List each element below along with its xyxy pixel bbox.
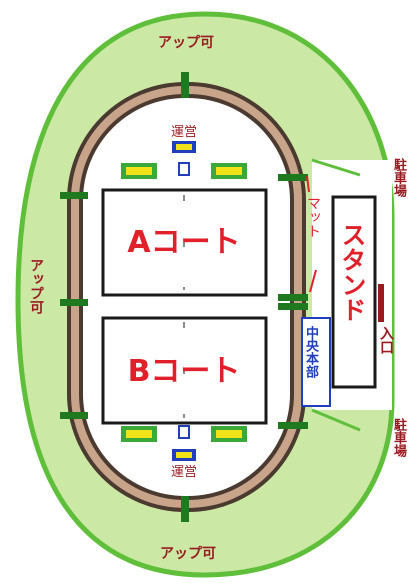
- court-a-label: Aコート: [127, 225, 240, 260]
- track-marker: [278, 303, 308, 310]
- stand-label: スタンド: [338, 222, 367, 322]
- officials-label-bottom: 運営: [171, 465, 197, 480]
- track-marker: [181, 72, 189, 98]
- parking-label-top: 駐車場: [391, 158, 406, 197]
- court-b-label: Bコート: [128, 354, 241, 389]
- officials-chair-top: [178, 162, 190, 176]
- mat-line: [309, 269, 317, 293]
- central-hq-label: 中央本部: [303, 326, 318, 378]
- entrance-door: [378, 284, 384, 322]
- court-a: [101, 188, 268, 297]
- track-marker: [181, 496, 189, 522]
- warmup-label-left: アップ可: [28, 258, 44, 314]
- track-marker: [60, 299, 88, 306]
- track-marker: [278, 294, 308, 301]
- entrance-label: 入口: [378, 326, 394, 354]
- track-marker: [60, 412, 88, 419]
- warmup-label-bottom: アップ可: [160, 546, 216, 562]
- warmup-label-top: アップ可: [158, 35, 214, 51]
- stand: [331, 195, 377, 389]
- track-marker: [278, 174, 308, 181]
- central-hq: [301, 317, 331, 407]
- mat-line: [306, 175, 310, 193]
- track-marker: [60, 192, 88, 199]
- officials-label-top: 運営: [171, 125, 197, 140]
- track-marker: [278, 422, 308, 429]
- officials-chair-bottom: [178, 425, 190, 439]
- mat-label: マット: [305, 196, 321, 238]
- parking-label-bottom: 駐車場: [391, 418, 406, 457]
